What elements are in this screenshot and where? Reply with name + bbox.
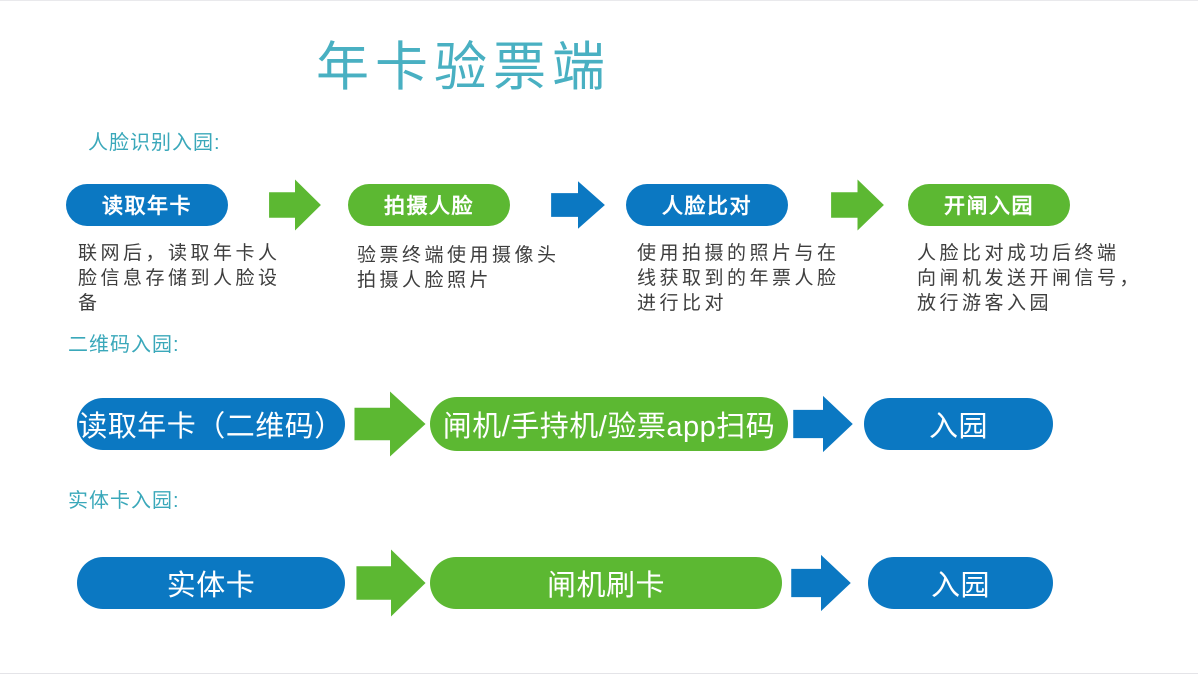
section-label-physical-card: 实体卡入园: <box>68 490 180 512</box>
step-pill-gate-swipe-card: 闸机刷卡 <box>430 557 782 609</box>
step-pill-read-annual-card: 读取年卡 <box>66 184 228 226</box>
step-description-open-gate-enter: 人脸比对成功后终端 向闸机发送开闸信号， 放行游客入园 <box>917 243 1143 314</box>
page-title: 年卡验票端 <box>316 38 611 97</box>
step-pill-capture-face: 拍摄人脸 <box>348 184 510 226</box>
step-description-read-annual-card: 联网后，读取年卡人 脸信息存储到人脸设 备 <box>78 243 281 314</box>
step-pill-physical-card: 实体卡 <box>77 557 345 609</box>
step-pill-face-compare: 人脸比对 <box>626 184 788 226</box>
step-pill-enter-park-card: 入园 <box>868 557 1053 609</box>
step-description-capture-face: 验票终端使用摄像头 拍摄人脸照片 <box>357 245 560 291</box>
flow-arrow-icon <box>269 179 321 231</box>
flow-arrow-icon <box>791 554 851 612</box>
flow-arrow-icon <box>354 391 426 457</box>
flow-arrow-icon <box>831 179 884 231</box>
flow-arrow-icon <box>356 549 426 617</box>
step-pill-read-card-qr: 读取年卡（二维码） <box>77 398 345 450</box>
section-label-qr-code: 二维码入园: <box>68 334 180 356</box>
flow-arrow-icon <box>551 181 605 229</box>
section-label-face-recognition: 人脸识别入园: <box>88 132 221 154</box>
step-pill-gate-handheld-app-scan: 闸机/手持机/验票app扫码 <box>430 397 788 451</box>
step-description-face-compare: 使用拍摄的照片与在 线获取到的年票人脸 进行比对 <box>637 243 840 314</box>
step-pill-enter-park-qr: 入园 <box>864 398 1053 450</box>
flow-arrow-icon <box>793 395 853 453</box>
step-pill-open-gate-enter: 开闸入园 <box>908 184 1070 226</box>
